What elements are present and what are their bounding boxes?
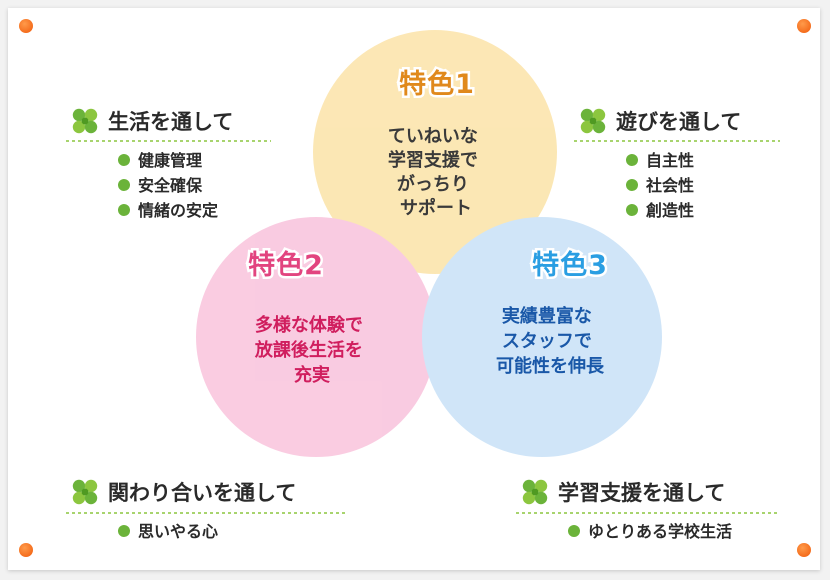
feature-3-text: 実績豊富な スタッフで 可能性を伸長 <box>496 305 605 377</box>
feature-circle-2 <box>196 217 436 457</box>
feature-circle-3 <box>422 217 662 457</box>
clover-icon <box>580 108 606 134</box>
category-title: 遊びを通して <box>616 110 741 134</box>
corner-pin <box>797 543 811 557</box>
bullet-icon <box>118 179 130 191</box>
corner-pin <box>19 543 33 557</box>
category-item: ゆとりある学校生活 <box>588 522 732 541</box>
feature-1-title: 特色1 <box>399 68 475 100</box>
category-title: 学習支援を通して <box>558 481 725 505</box>
feature-2-title: 特色2 <box>248 249 324 281</box>
bullet-icon <box>568 525 580 537</box>
bullet-icon <box>118 204 130 216</box>
category-item: 情緒の安定 <box>138 201 218 220</box>
category-item: 社会性 <box>645 176 694 195</box>
category-life: 生活を通して 健康管理 安全確保 情緒の安定 <box>66 108 271 220</box>
feature-2-line: 放課後生活を <box>254 339 363 361</box>
feature-3-line: 実績豊富な <box>502 305 592 327</box>
category-study-support: 学習支援を通して ゆとりある学校生活 <box>516 479 780 541</box>
bullet-icon <box>118 525 130 537</box>
category-item: 健康管理 <box>138 151 202 170</box>
clover-icon <box>522 479 548 505</box>
clover-icon <box>72 108 98 134</box>
bullet-icon <box>118 154 130 166</box>
category-relationships: 関わり合いを通して 思いやる心 <box>66 479 346 541</box>
bullet-icon <box>626 154 638 166</box>
feature-1-line: 学習支援で <box>388 149 478 171</box>
category-title: 生活を通して <box>108 110 233 134</box>
feature-2-line: 多様な体験で <box>255 314 363 336</box>
category-item: 思いやる心 <box>138 522 218 541</box>
feature-3-title: 特色3 <box>532 249 608 281</box>
feature-1-line: サポート <box>400 197 472 219</box>
feature-3-line: 可能性を伸長 <box>496 355 605 377</box>
corner-pin <box>797 19 811 33</box>
feature-circle-1 <box>313 30 557 274</box>
feature-1-line: がっちり <box>397 173 469 195</box>
corner-pin <box>19 19 33 33</box>
bullet-icon <box>626 179 638 191</box>
category-item: 安全確保 <box>138 176 203 195</box>
clover-icon <box>72 479 98 505</box>
feature-1-line: ていねいな <box>388 126 478 147</box>
category-item: 自主性 <box>646 151 694 170</box>
feature-2-line: 充実 <box>294 364 330 386</box>
feature-1-text: ていねいな 学習支援で がっちり サポート <box>388 126 484 219</box>
category-title: 関わり合いを通して <box>108 481 296 505</box>
feature-2-text: 多様な体験で 放課後生活を 充実 <box>254 314 369 386</box>
category-play: 遊びを通して 自主性 社会性 創造性 <box>574 108 780 220</box>
bullet-icon <box>626 204 638 216</box>
feature-3-line: スタッフで <box>502 331 592 352</box>
category-item: 創造性 <box>645 201 694 220</box>
